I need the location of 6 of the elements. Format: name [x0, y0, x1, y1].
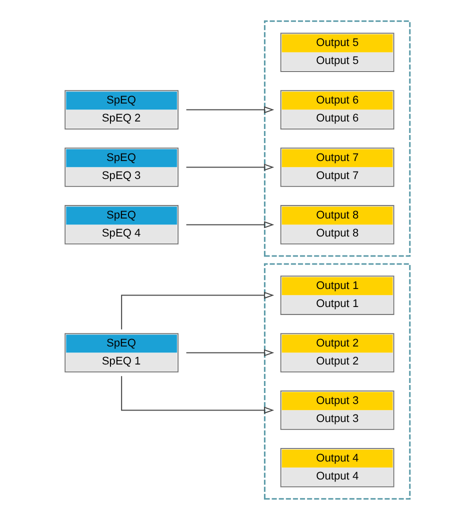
arrow [186, 220, 274, 228]
arrow [186, 348, 274, 356]
arrow [121, 291, 274, 329]
arrow [186, 106, 274, 113]
arrow [186, 163, 274, 170]
arrow [121, 376, 274, 414]
